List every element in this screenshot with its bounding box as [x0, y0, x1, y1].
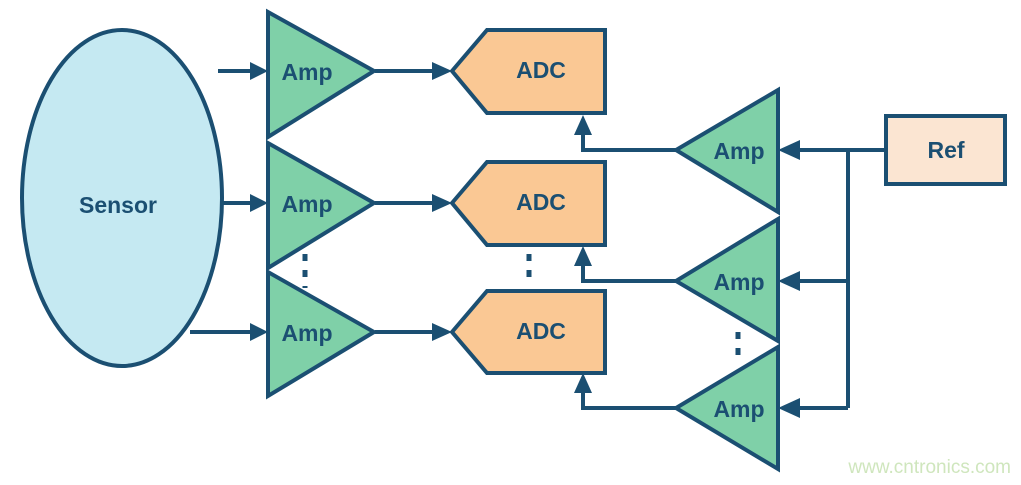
ref-amp-triangle-1[interactable]	[672, 86, 780, 216]
input-amp-2-label: Amp	[281, 191, 332, 217]
adc-shape-1[interactable]	[449, 28, 607, 115]
adc-2[interactable]: ADC	[449, 160, 607, 247]
input-amp-1-label: Amp	[281, 59, 332, 85]
amp-triangle-2[interactable]	[266, 139, 378, 272]
ref-bus-wires	[778, 140, 886, 418]
amp-triangle-1[interactable]	[266, 8, 378, 141]
amp-to-adc-wires	[375, 62, 452, 341]
input-amp-n-label: Amp	[281, 320, 332, 346]
adc-n-label: ADC	[516, 318, 566, 344]
adc-2-label: ADC	[516, 189, 566, 215]
wire-ref-amp-2-to-adc-2	[581, 266, 676, 283]
ref-amp-2-label: Amp	[713, 269, 764, 295]
sensor-to-amp-wires	[190, 62, 268, 341]
arrow-sensor-to-amp-1	[250, 62, 268, 80]
sensor-label: Sensor	[79, 192, 157, 218]
adc-shape-n[interactable]	[449, 289, 607, 375]
arrow-ref-amp-n-to-adc-n	[574, 373, 592, 393]
adc-shape-2[interactable]	[449, 160, 607, 247]
arrow-amp-2-to-adc-2	[432, 194, 452, 212]
ref-label: Ref	[927, 137, 964, 163]
input-amp-n[interactable]: Amp	[266, 268, 378, 400]
input-amp-2[interactable]: Amp	[266, 139, 378, 272]
arrow-bus-to-ref-amp-n	[778, 398, 800, 418]
ref-rectangle[interactable]	[884, 114, 1007, 186]
ref-amp-n-label: Amp	[713, 396, 764, 422]
arrow-amp-n-to-adc-n	[432, 323, 452, 341]
ref-amp-n[interactable]: Amp	[672, 343, 780, 473]
adc-1-label: ADC	[516, 57, 566, 83]
ref-amp-2[interactable]: Amp	[672, 215, 780, 345]
sensor-block[interactable]: Sensor	[20, 28, 224, 368]
watermark: www.cntronics.com	[847, 457, 1011, 478]
ref-amp-triangle-n[interactable]	[672, 343, 780, 473]
arrow-bus-to-ref-amp-2	[778, 271, 800, 291]
sensor-ellipse[interactable]	[20, 28, 224, 368]
wire-ref-amp-n-to-adc-n	[581, 393, 676, 410]
amp-triangle-n[interactable]	[266, 268, 378, 400]
input-amp-1[interactable]: Amp	[266, 8, 378, 141]
ref-amp-1-label: Amp	[713, 138, 764, 164]
ref-amp-triangle-2[interactable]	[672, 215, 780, 345]
arrow-ref-amp-1-to-adc-1	[574, 115, 592, 135]
arrow-bus-to-ref-amp-1	[778, 140, 800, 160]
ref-amp-to-adc-wires	[574, 115, 676, 410]
arrow-ref-amp-2-to-adc-2	[574, 246, 592, 266]
arrow-amp-1-to-adc-1	[432, 62, 452, 80]
ref-amp-1[interactable]: Amp	[672, 86, 780, 216]
reference-block[interactable]: Ref	[884, 114, 1007, 186]
adc-n[interactable]: ADC	[449, 289, 607, 375]
wire-ref-amp-1-to-adc-1	[581, 135, 676, 152]
arrow-sensor-to-amp-n	[250, 323, 268, 341]
arrow-sensor-to-amp-2	[250, 194, 268, 212]
adc-1[interactable]: ADC	[449, 28, 607, 115]
